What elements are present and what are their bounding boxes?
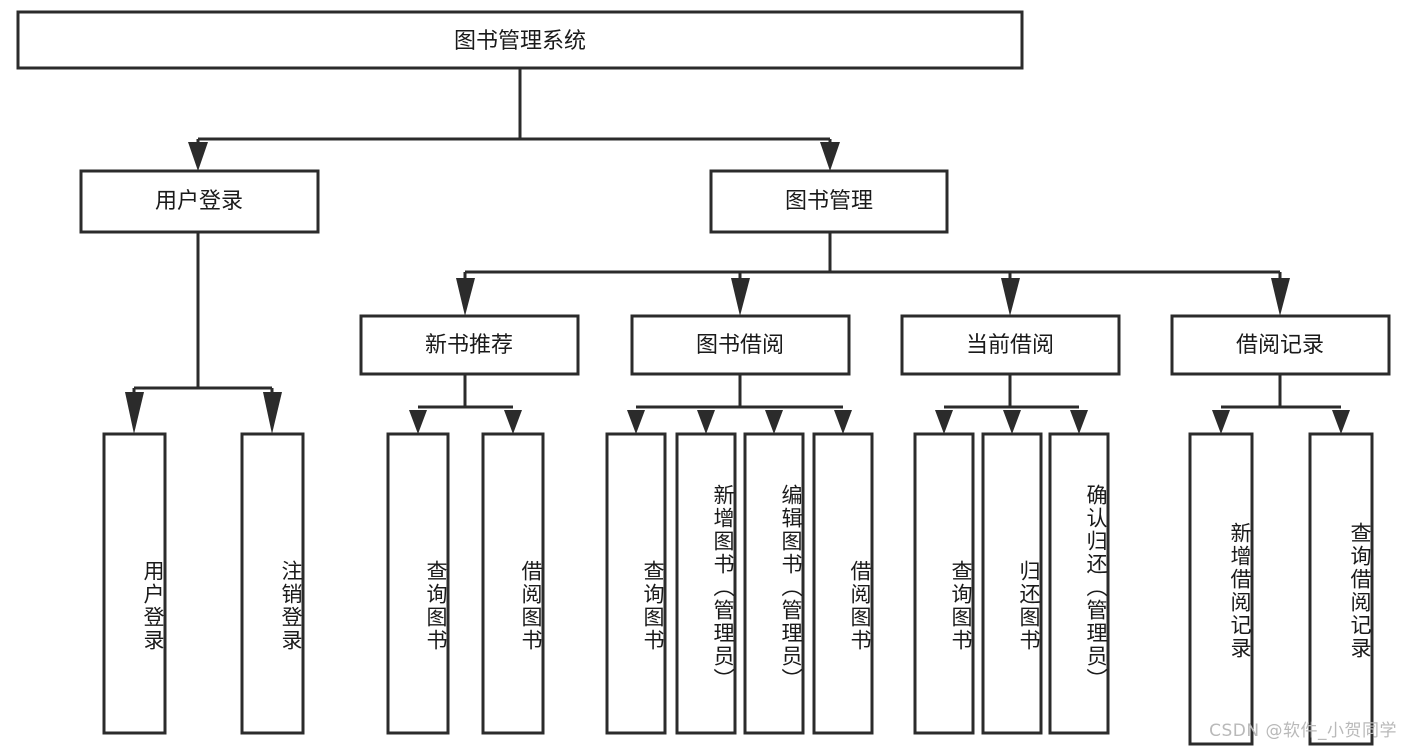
- arrow-head-to-current-borrow: [1001, 278, 1020, 316]
- leaf-box-add-record[interactable]: [1188, 432, 1254, 746]
- leaf-boxes-group: [102, 432, 1374, 746]
- leaf-box-query-record[interactable]: [1308, 432, 1374, 746]
- node-root[interactable]: 图书管理系统: [16, 10, 1024, 70]
- edge-group-user-login-to-leaves: [125, 232, 282, 434]
- node-book-borrow-box[interactable]: [630, 314, 851, 376]
- arrow-head-leaf-query-book-borrow: [627, 410, 645, 434]
- arrow-head-to-new-book-recommend: [456, 278, 475, 316]
- node-new-book-recommend-box[interactable]: [359, 314, 580, 376]
- node-user-login-box[interactable]: [79, 169, 320, 234]
- edge-group-root-to-level2: [188, 68, 840, 171]
- node-current-borrow[interactable]: 当前借阅: [900, 314, 1121, 376]
- leaf-box-edit-book[interactable]: [743, 432, 805, 735]
- leaf-box-borrow-book[interactable]: [812, 432, 874, 735]
- node-borrow-records[interactable]: 借阅记录: [1170, 314, 1391, 376]
- node-root-box[interactable]: [16, 10, 1024, 70]
- leaf-box-borrow-book-rec[interactable]: [481, 432, 545, 735]
- node-new-book-recommend[interactable]: 新书推荐: [359, 314, 580, 376]
- arrow-head-leaf-logout: [263, 392, 282, 434]
- node-root-label: 图书管理系统: [454, 29, 586, 54]
- arrow-head-leaf-query-record: [1332, 410, 1350, 434]
- arrow-head-to-borrow-records: [1271, 278, 1290, 316]
- arrow-head-leaf-add-book: [697, 410, 715, 434]
- leaf-box-query-book-rec[interactable]: [386, 432, 450, 735]
- leaf-box-logout[interactable]: [240, 432, 305, 735]
- node-book-borrow-label: 图书借阅: [696, 333, 784, 358]
- arrow-head-to-book-borrow: [731, 278, 750, 316]
- arrow-head-leaf-user-login: [125, 392, 144, 434]
- edge-group-new-book-recommend-to-leaves: [409, 374, 522, 434]
- node-book-management-box[interactable]: [709, 169, 949, 234]
- edge-group-book-borrow-to-leaves: [627, 374, 852, 434]
- node-user-login-label: 用户登录: [155, 189, 243, 214]
- node-book-management[interactable]: 图书管理: [709, 169, 949, 234]
- edge-group-borrow-records-to-leaves: [1212, 374, 1350, 434]
- arrow-head-leaf-query-book-rec: [409, 410, 427, 434]
- leaf-box-query-book-current[interactable]: [913, 432, 975, 735]
- arrow-head-to-book-management: [820, 142, 840, 171]
- node-current-borrow-box[interactable]: [900, 314, 1121, 376]
- node-user-login[interactable]: 用户登录: [79, 169, 320, 234]
- arrow-head-leaf-edit-book: [765, 410, 783, 434]
- csdn-watermark: CSDN @软件_小贺同学: [1209, 721, 1397, 741]
- arrow-head-leaf-borrow-book-rec: [504, 410, 522, 434]
- node-new-book-recommend-label: 新书推荐: [425, 333, 513, 358]
- edge-group-book-management-to-level3: [456, 232, 1290, 316]
- arrow-head-leaf-confirm-return: [1070, 410, 1088, 434]
- arrow-head-leaf-query-book-current: [935, 410, 953, 434]
- arrow-head-leaf-add-record: [1212, 410, 1230, 434]
- node-book-management-label: 图书管理: [785, 189, 873, 214]
- node-borrow-records-box[interactable]: [1170, 314, 1391, 376]
- leaf-box-query-book-borrow[interactable]: [605, 432, 667, 735]
- node-book-borrow[interactable]: 图书借阅: [630, 314, 851, 376]
- edge-group-current-borrow-to-leaves: [935, 374, 1088, 434]
- arrow-head-leaf-borrow-book: [834, 410, 852, 434]
- leaf-box-return-book[interactable]: [981, 432, 1043, 735]
- arrow-head-to-user-login: [188, 142, 208, 171]
- leaf-box-user-login[interactable]: [102, 432, 167, 735]
- node-borrow-records-label: 借阅记录: [1236, 333, 1324, 358]
- node-current-borrow-label: 当前借阅: [966, 333, 1054, 358]
- leaf-box-add-book[interactable]: [675, 432, 737, 735]
- arrow-head-leaf-return-book: [1003, 410, 1021, 434]
- leaf-box-confirm-return[interactable]: [1048, 432, 1110, 735]
